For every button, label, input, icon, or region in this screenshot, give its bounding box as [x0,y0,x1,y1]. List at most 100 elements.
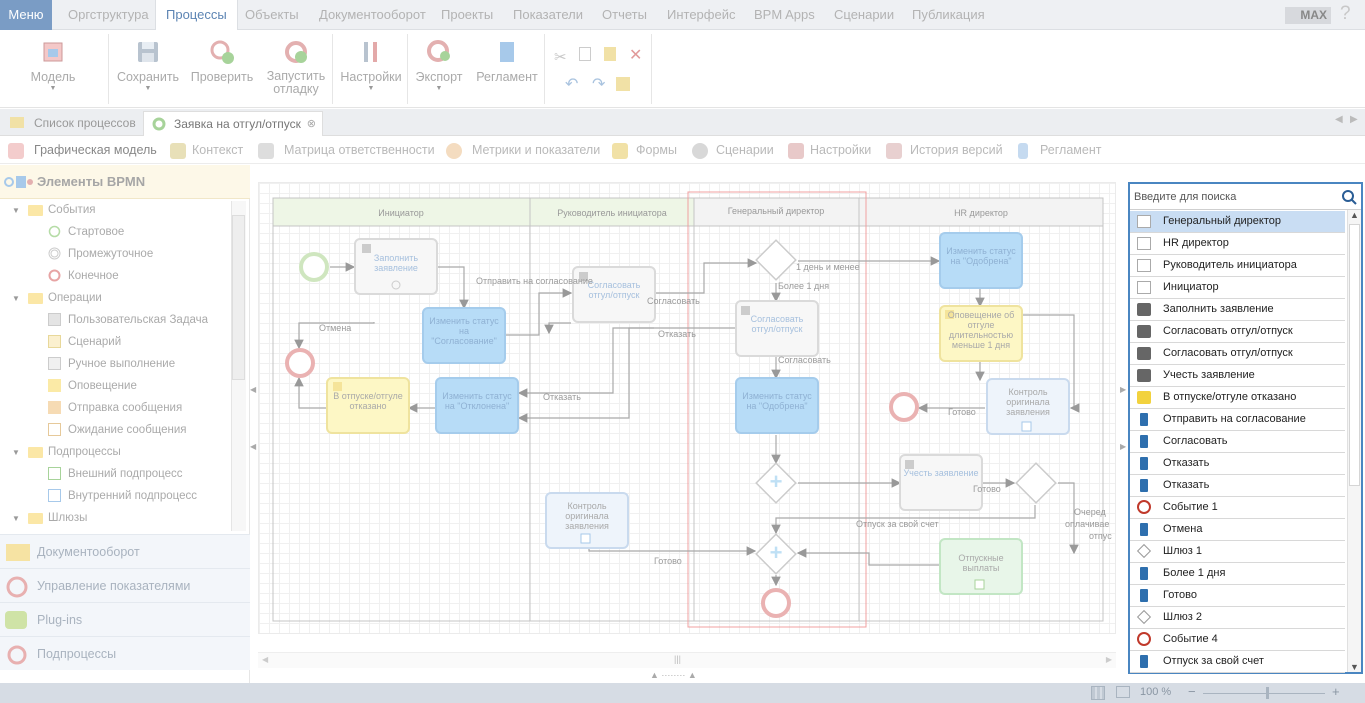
menu-scenarios[interactable]: Сценарии [834,7,895,22]
gateway-parallel-split[interactable] [755,462,797,504]
zoom-in-icon[interactable]: + [1332,684,1340,699]
element-list-item[interactable]: HR директор [1130,233,1345,255]
tab-responsibility-matrix[interactable]: Матрица ответственности [258,137,435,164]
tree-item-external-subprocess[interactable]: Внешний подпроцесс [48,463,183,485]
menu-objects[interactable]: Объекты [245,7,299,22]
element-list-item[interactable]: Отпуск за свой счет [1130,651,1345,673]
menu-reports[interactable]: Отчеты [602,7,647,22]
element-list-item[interactable]: Шлюз 2 [1130,607,1345,629]
element-list-item[interactable]: Генеральный директор [1130,211,1345,233]
zoom-slider[interactable] [1203,693,1325,694]
element-search-input[interactable]: Введите для поиска [1130,184,1361,210]
tree-folder-operations[interactable]: ▼Операции [12,287,232,309]
tab-metrics[interactable]: Метрики и показатели [446,137,600,164]
help-icon[interactable]: ? [1340,3,1351,24]
tree-folder-events[interactable]: ▼События [12,199,232,221]
element-list-item[interactable]: В отпуске/отгуле отказано [1130,387,1345,409]
task-fill-application[interactable]: Заполнить заявление [354,238,438,295]
element-list-item[interactable]: Шлюз 1 [1130,541,1345,563]
gateway-duration[interactable] [755,239,797,281]
copy-icon[interactable] [579,47,591,61]
task-notify-short-leave[interactable]: Оповещение об отгуле длительностью меньш… [939,305,1023,362]
element-list-item[interactable]: Отказать [1130,475,1345,497]
end-event-cancel[interactable] [285,348,315,378]
accordion-indicators[interactable]: Управление показателями [0,568,250,602]
tree-item-end-event[interactable]: Конечное [48,265,119,287]
zoom-slider-thumb[interactable] [1266,687,1269,699]
settings-button[interactable]: Настройки ▼ [338,30,404,108]
user-badge[interactable]: MAX [1285,7,1331,24]
element-list-item[interactable]: Заполнить заявление [1130,299,1345,321]
grid-toggle-icon[interactable] [1091,686,1105,700]
scroll-thumb[interactable] [1349,224,1360,486]
search-icon[interactable] [1341,189,1357,205]
tree-item-send-message[interactable]: Отправка сообщения [48,397,182,419]
tree-item-notify[interactable]: Оповещение [48,375,137,397]
tabs-scroll-left-icon[interactable]: ◀ [1335,114,1343,125]
end-event-final[interactable] [761,588,791,618]
check-button[interactable]: Проверить [189,30,255,108]
task-hr-control-original[interactable]: Контроль оригинала заявления [986,378,1070,435]
tree-item-user-task[interactable]: Пользовательская Задача [48,309,208,331]
accordion-subprocesses[interactable]: Подпроцессы [0,636,250,670]
task-manager-approve[interactable]: Согласовать отгул/отпуск [572,266,656,323]
task-initiator-control-original[interactable]: Контроль оригинала заявления [545,492,629,549]
tree-scrollbar[interactable] [231,201,246,531]
element-list-item[interactable]: Инициатор [1130,277,1345,299]
task-denied-notify[interactable]: В отпуске/отгуле отказано [326,377,410,434]
scroll-grip-icon[interactable]: ||| [674,654,682,664]
run-debug-button[interactable]: Запустить отладку [263,30,329,108]
menu-docflow[interactable]: Документооборот [319,7,426,22]
menu-publication[interactable]: Публикация [912,7,985,22]
element-list-item[interactable]: Согласовать отгул/отпуск [1130,321,1345,343]
tabs-scroll-right-icon[interactable]: ▶ [1350,114,1358,125]
undo-icon[interactable]: ↶ [565,76,579,93]
lane-hr[interactable] [858,197,1104,227]
task-hr-status-approved[interactable]: Изменить статус на "Одобрена" [939,232,1023,289]
main-menu-button[interactable]: Меню [0,0,52,30]
menu-bpm-apps[interactable]: BPM Apps [754,7,815,22]
gateway-parallel-join[interactable] [755,533,797,575]
zoom-out-icon[interactable]: − [1188,684,1196,699]
task-status-rejected[interactable]: Изменить статус на "Отклонена" [435,377,519,434]
end-event-hr[interactable] [889,392,919,422]
element-list-item[interactable]: Готово [1130,585,1345,607]
tab-graphic-model[interactable]: Графическая модель [8,137,157,164]
tab-version-history[interactable]: История версий [886,137,1003,164]
scroll-up-icon[interactable]: ▲ [1350,210,1359,220]
tab-process-list[interactable]: Список процессов [4,111,142,136]
save-button[interactable]: Сохранить ▼ [115,30,181,108]
tree-item-manual[interactable]: Ручное выполнение [48,353,175,375]
accordion-plugins[interactable]: Plug-ins [0,602,250,636]
fit-screen-icon[interactable] [1116,686,1130,698]
element-list-item[interactable]: Согласовать отгул/отпуск [1130,343,1345,365]
collapse-right-icon[interactable]: ▶ [1120,442,1127,451]
tree-folder-subprocesses[interactable]: ▼Подпроцессы [12,441,232,463]
element-list-item[interactable]: Отказать [1130,453,1345,475]
task-gd-approve[interactable]: Согласовать отгул/отпуск [735,300,819,357]
lane-gd[interactable] [693,197,860,227]
collapse-left-icon[interactable]: ◀ [250,442,257,451]
element-list-item[interactable]: Отмена [1130,519,1345,541]
tab-context[interactable]: Контекст [170,137,243,164]
tab-settings[interactable]: Настройки [788,137,871,164]
export-button[interactable]: Экспорт ▼ [412,30,466,108]
scroll-down-icon[interactable]: ▼ [1350,662,1359,672]
tree-item-script[interactable]: Сценарий [48,331,121,353]
tab-forms[interactable]: Формы [612,137,677,164]
close-icon[interactable]: ⊗ [306,118,316,130]
element-list-item[interactable]: Учесть заявление [1130,365,1345,387]
bpmn-elements-header[interactable]: Элементы BPMN [0,165,250,199]
tree-item-start-event[interactable]: Стартовое [48,221,124,243]
vertical-splitter-handle[interactable]: ▲ ········ ▲ [650,670,697,680]
paste-icon[interactable] [604,47,616,61]
paste-special-icon[interactable] [616,77,630,91]
menu-indicators[interactable]: Показатели [513,7,583,22]
tree-item-wait-message[interactable]: Ожидание сообщения [48,419,187,441]
menu-orgstructure[interactable]: Оргструктура [68,7,149,22]
start-event[interactable] [299,252,329,282]
tab-regulation[interactable]: Регламент [1018,137,1101,164]
element-list-item[interactable]: Руководитель инициатора [1130,255,1345,277]
task-account-application[interactable]: Учесть заявление [899,454,983,511]
task-gd-status-approved[interactable]: Изменить статус на "Одобрена" [735,377,819,434]
